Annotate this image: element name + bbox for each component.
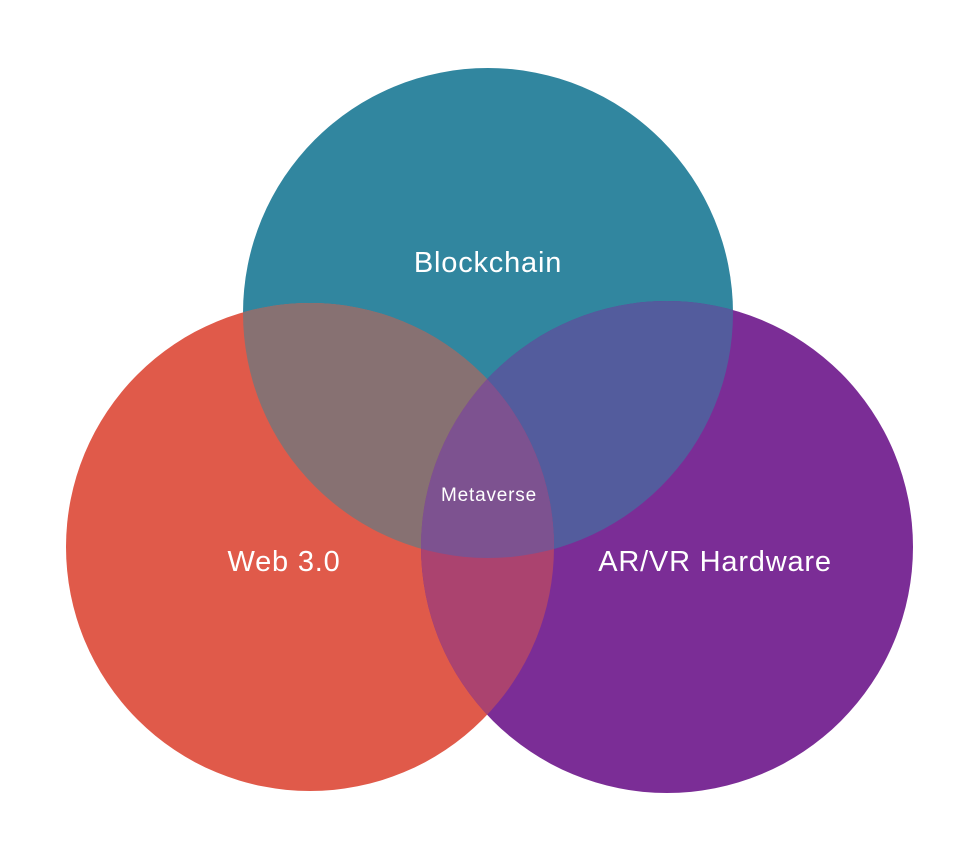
arvr-label: AR/VR Hardware <box>598 546 832 578</box>
web3-label: Web 3.0 <box>227 546 340 578</box>
metaverse-label: Metaverse <box>441 485 537 506</box>
blockchain-label: Blockchain <box>414 247 562 279</box>
